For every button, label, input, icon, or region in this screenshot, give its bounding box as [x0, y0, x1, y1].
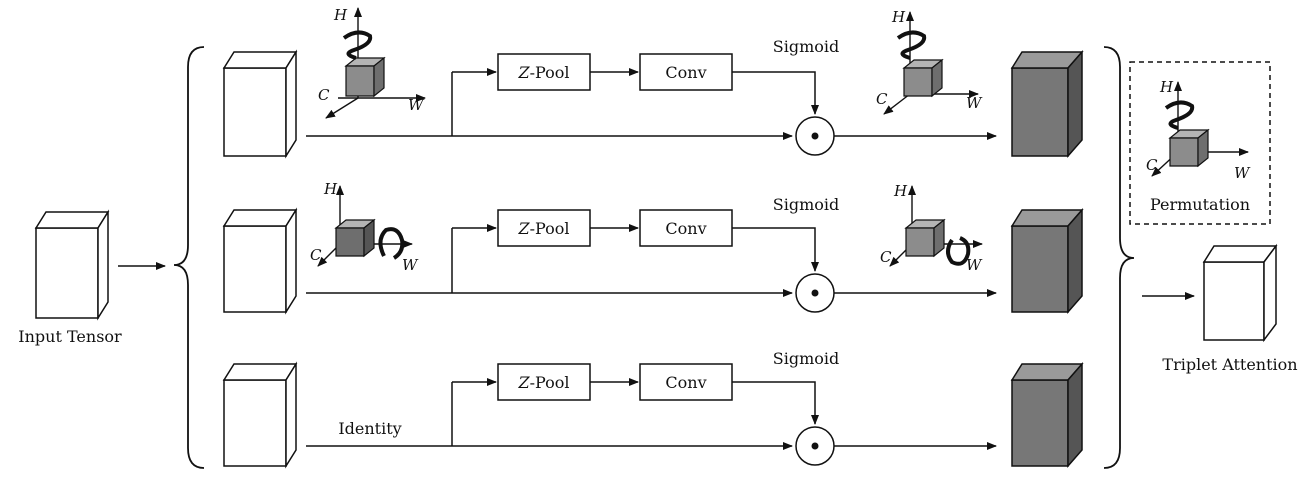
branch-3-zpool-box — [497, 363, 591, 401]
branch-1: H W C Z-Pool Conv Sigmoid H W C — [222, 6, 1084, 159]
permutation-label: Permutation — [1150, 195, 1250, 214]
branch-3-sigmoid-label: Sigmoid — [773, 349, 839, 368]
axis-w-2: W — [402, 256, 419, 274]
axis-c-2: C — [310, 246, 322, 264]
branch-2-tensor — [222, 207, 298, 315]
axis-w-1b: W — [966, 94, 983, 112]
axis-c-1b: C — [876, 90, 888, 108]
axis-w-1: W — [408, 96, 425, 114]
identity-label: Identity — [338, 419, 401, 438]
branch-1-output-tensor — [1010, 50, 1084, 158]
input-tensor-label: Input Tensor — [18, 327, 122, 346]
axis-h-1: H — [333, 6, 348, 24]
branch-2-conv-label: Conv — [665, 219, 706, 238]
branch-3-zpool-label: Z-Pool — [517, 373, 569, 392]
branch-3-tensor — [222, 361, 298, 469]
branch-3-conv-box — [639, 363, 733, 401]
rotation-h-glyph-1b — [883, 11, 979, 115]
axis-h-1b: H — [891, 8, 906, 26]
branch-2-output-tensor — [1010, 208, 1084, 314]
branch-3: Identity Z-Pool Conv Sigmoid — [222, 349, 1084, 469]
axis-w-legend: W — [1234, 164, 1251, 182]
branch-2-zpool-label: Z-Pool — [517, 219, 569, 238]
rotation-h-glyph-1 — [325, 7, 426, 119]
axis-h-2b: H — [893, 182, 908, 200]
output-tensor-block — [1202, 243, 1278, 343]
branch-1-conv-label: Conv — [665, 63, 706, 82]
left-brace — [173, 46, 205, 469]
branch-2-zpool-box — [497, 209, 591, 247]
branch-2-conv-to-mult — [732, 227, 819, 272]
permutation-legend: H W C Permutation — [1129, 61, 1271, 225]
input-tensor-block — [34, 209, 110, 321]
branch-3-conv-to-mult — [732, 381, 819, 425]
branch-1-conv-to-mult — [732, 71, 819, 115]
axis-c-2b: C — [880, 248, 892, 266]
right-brace — [1103, 46, 1135, 469]
branch-2-conv-box — [639, 209, 733, 247]
axis-c-1: C — [318, 86, 330, 104]
axis-h-legend: H — [1159, 78, 1174, 96]
branch-2-sigmoid-label: Sigmoid — [773, 195, 839, 214]
branch-3-conv-label: Conv — [665, 373, 706, 392]
branch-2: H W C Z-Pool Conv Sigmoid H W C — [222, 180, 1084, 315]
axis-c-legend: C — [1146, 156, 1158, 174]
branch-1-zpool-label: Z-Pool — [517, 63, 569, 82]
rotation-w-glyph-2b — [889, 185, 983, 267]
branch-3-output-tensor — [1010, 362, 1084, 468]
branch-1-zpool-box — [497, 53, 591, 91]
branch-1-sigmoid-label: Sigmoid — [773, 37, 839, 56]
rotation-w-glyph-2 — [317, 185, 413, 267]
axis-h-2: H — [323, 180, 338, 198]
output-label: Triplet Attention — [1162, 355, 1297, 374]
branch-1-tensor — [222, 49, 298, 159]
axis-w-2b: W — [966, 256, 983, 274]
